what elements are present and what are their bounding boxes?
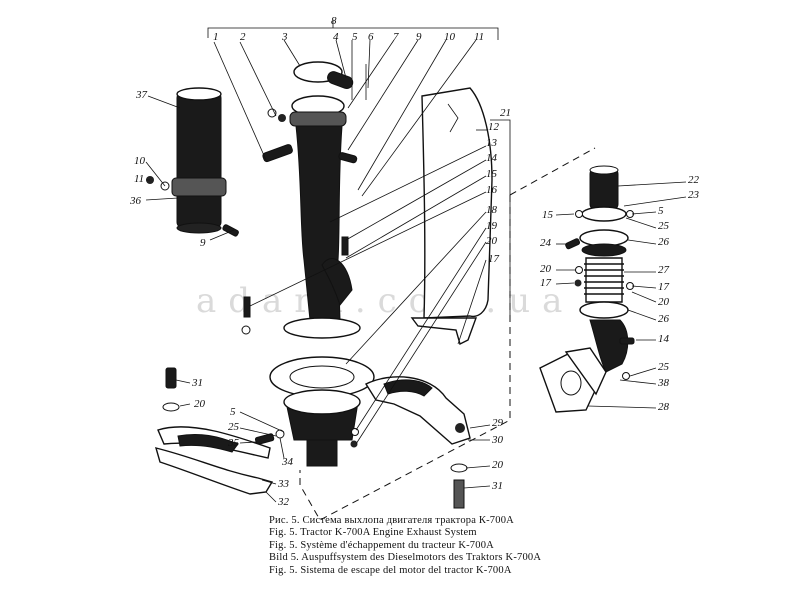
part-number-25: 25 xyxy=(658,361,670,373)
part-number-25: 25 xyxy=(228,421,240,433)
part-number-20: 20 xyxy=(540,263,552,275)
part-number-1: 1 xyxy=(213,31,219,43)
part-number-16: 16 xyxy=(486,184,498,196)
part-number-6: 6 xyxy=(368,31,374,43)
caption-ru: Рис. 5. Система выхлопа двигателя тракто… xyxy=(269,515,514,526)
figure-captions: Рис. 5. Система выхлопа двигателя тракто… xyxy=(269,515,729,577)
part-number-17: 17 xyxy=(658,281,670,293)
part-number-17: 17 xyxy=(488,253,500,265)
part-number-25: 25 xyxy=(658,220,670,232)
flexible-pipe-assembly xyxy=(539,165,635,413)
part-number-20: 20 xyxy=(492,459,504,471)
part-number-33: 33 xyxy=(277,478,290,490)
part-number-7: 7 xyxy=(393,31,399,43)
assembly-dashed-lines xyxy=(299,147,596,521)
clamp-halves xyxy=(154,367,274,495)
part-number-31: 31 xyxy=(191,377,203,389)
caption-fr: Fig. 5. Système d'échappement du tracteu… xyxy=(269,539,494,551)
part-number-14: 14 xyxy=(486,152,498,164)
part-number-15: 15 xyxy=(486,168,498,180)
part-number-8: 8 xyxy=(331,15,337,27)
part-number-20: 20 xyxy=(194,398,206,410)
part-number-4: 4 xyxy=(333,31,339,43)
part-number-31: 31 xyxy=(491,480,503,492)
part-number-11: 11 xyxy=(134,173,144,185)
part-number-29: 29 xyxy=(492,417,504,429)
part-number-35: 35 xyxy=(227,437,240,449)
part-number-2: 2 xyxy=(240,31,246,43)
caption-de: Bild 5. Auspuffsystem des Dieselmotors d… xyxy=(269,552,542,564)
part-number-13: 13 xyxy=(486,137,498,149)
part-number-37: 37 xyxy=(135,89,148,101)
part-number-28: 28 xyxy=(658,401,670,413)
part-number-26: 26 xyxy=(658,236,670,248)
part-number-9: 9 xyxy=(200,237,206,249)
part-number-20: 20 xyxy=(486,235,498,247)
support-bracket xyxy=(364,376,471,445)
main-exhaust-pipe xyxy=(241,61,367,339)
part-number-23: 23 xyxy=(688,189,700,201)
part-number-9: 9 xyxy=(416,31,422,43)
part-number-15: 15 xyxy=(542,209,554,221)
group-bracket-8 xyxy=(207,20,499,40)
part-number-36: 36 xyxy=(129,195,142,207)
outer-pipe-assembly xyxy=(146,87,239,237)
caption-es: Fig. 5. Sistema de escape del motor del … xyxy=(269,564,512,576)
part-number-21: 21 xyxy=(500,107,511,119)
part-number-5: 5 xyxy=(352,31,358,43)
part-number-24: 24 xyxy=(540,237,552,249)
group-bracket-21 xyxy=(490,119,511,320)
leader-lines xyxy=(145,39,687,503)
heat-shield xyxy=(410,87,493,346)
part-number-14: 14 xyxy=(658,333,670,345)
part-number-19: 19 xyxy=(486,220,498,232)
part-number-5: 5 xyxy=(658,205,664,217)
caption-en: Fig. 5. Tractor K-700A Engine Exhaust Sy… xyxy=(269,527,477,539)
part-number-17: 17 xyxy=(540,277,552,289)
part-number-5: 5 xyxy=(230,406,236,418)
part-number-20: 20 xyxy=(658,296,670,308)
part-number-10: 10 xyxy=(444,31,456,43)
part-number-32: 32 xyxy=(277,496,290,508)
part-number-11: 11 xyxy=(474,31,484,43)
part-number-18: 18 xyxy=(486,204,498,216)
watermark-text: adara.com.ua xyxy=(196,281,574,321)
vertical-bolt xyxy=(450,463,468,509)
part-number-3: 3 xyxy=(281,31,288,43)
part-number-38: 38 xyxy=(657,377,670,389)
part-number-10: 10 xyxy=(134,155,146,167)
part-number-22: 22 xyxy=(688,174,700,186)
part-number-27: 27 xyxy=(658,264,670,276)
part-number-34: 34 xyxy=(281,456,294,468)
lower-flange-assembly xyxy=(254,356,375,467)
part-number-30: 30 xyxy=(491,434,504,446)
part-number-26: 26 xyxy=(658,313,670,325)
part-number-12: 12 xyxy=(488,121,500,133)
